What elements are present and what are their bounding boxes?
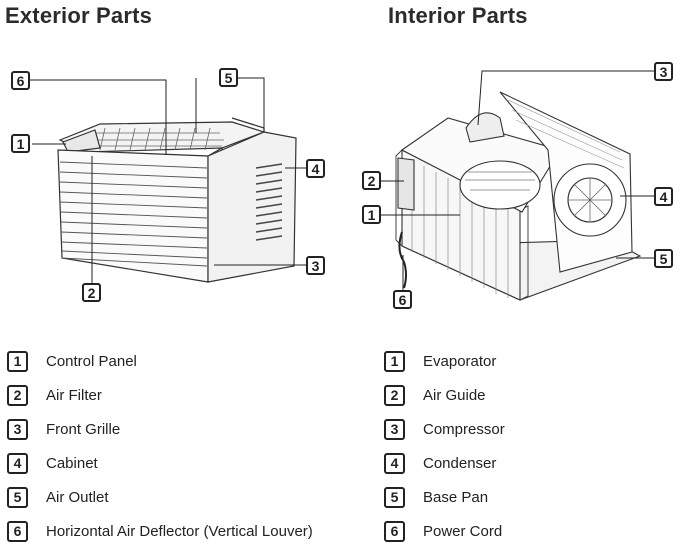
legend-item-air-guide: 2 Air Guide bbox=[384, 384, 486, 406]
legend-label: Cabinet bbox=[46, 454, 98, 472]
legend-number: 1 bbox=[384, 350, 405, 372]
interior-title: Interior Parts bbox=[388, 3, 528, 28]
interior-parts-drawing bbox=[395, 91, 642, 301]
interior-callout-5: 5 bbox=[654, 249, 673, 268]
legend-label: Front Grille bbox=[46, 420, 121, 438]
exterior-ac-unit-drawing bbox=[57, 117, 297, 283]
exterior-callout-4: 4 bbox=[306, 159, 325, 178]
legend-number: 2 bbox=[384, 384, 405, 406]
legend-item-horizontal-air-deflector: 6 Horizontal Air Deflector (Vertical Lou… bbox=[7, 520, 313, 542]
interior-callout-3: 3 bbox=[654, 62, 673, 81]
legend-number: 6 bbox=[384, 520, 405, 542]
legend-label: Compressor bbox=[423, 420, 505, 438]
legend-label: Power Cord bbox=[423, 522, 503, 540]
legend-number: 4 bbox=[384, 452, 405, 474]
legend-label: Air Outlet bbox=[46, 488, 109, 506]
legend-label: Evaporator bbox=[423, 352, 497, 370]
legend-label: Air Guide bbox=[423, 386, 486, 404]
legend-label: Condenser bbox=[423, 454, 497, 472]
legend-label: Base Pan bbox=[423, 488, 489, 506]
legend-item-power-cord: 6 Power Cord bbox=[384, 520, 502, 542]
legend-number: 6 bbox=[7, 520, 28, 542]
legend-number: 4 bbox=[7, 452, 28, 474]
exterior-callout-1: 1 bbox=[11, 134, 30, 153]
legend-item-compressor: 3 Compressor bbox=[384, 418, 505, 440]
legend-number: 3 bbox=[7, 418, 28, 440]
legend-item-air-filter: 2 Air Filter bbox=[7, 384, 102, 406]
exterior-legend: 1 Control Panel 2 Air Filter 3 Front Gri… bbox=[7, 350, 367, 546]
interior-callout-1: 1 bbox=[362, 205, 381, 224]
interior-callout-4: 4 bbox=[654, 187, 673, 206]
legend-number: 5 bbox=[7, 486, 28, 508]
exterior-leader-lines bbox=[30, 77, 306, 284]
legend-item-front-grille: 3 Front Grille bbox=[7, 418, 120, 440]
legend-item-evaporator: 1 Evaporator bbox=[384, 350, 496, 372]
legend-item-air-outlet: 5 Air Outlet bbox=[7, 486, 109, 508]
legend-label: Control Panel bbox=[46, 352, 137, 370]
legend-number: 5 bbox=[384, 486, 405, 508]
exterior-callout-2: 2 bbox=[82, 283, 101, 302]
legend-item-cabinet: 4 Cabinet bbox=[7, 452, 98, 474]
exterior-callout-3: 3 bbox=[306, 256, 325, 275]
legend-number: 2 bbox=[7, 384, 28, 406]
legend-item-control-panel: 1 Control Panel bbox=[7, 350, 137, 372]
legend-label: Horizontal Air Deflector (Vertical Louve… bbox=[46, 522, 313, 540]
exterior-callout-6: 6 bbox=[11, 71, 30, 90]
legend-item-condenser: 4 Condenser bbox=[384, 452, 496, 474]
legend-number: 1 bbox=[7, 350, 28, 372]
interior-legend: 1 Evaporator 2 Air Guide 3 Compressor 4 … bbox=[384, 350, 674, 546]
legend-item-base-pan: 5 Base Pan bbox=[384, 486, 488, 508]
interior-leader-lines bbox=[380, 70, 654, 290]
interior-callout-6: 6 bbox=[393, 290, 412, 309]
legend-label: Air Filter bbox=[46, 386, 102, 404]
interior-callout-2: 2 bbox=[362, 171, 381, 190]
exterior-callout-5: 5 bbox=[219, 68, 238, 87]
exterior-title: Exterior Parts bbox=[5, 3, 153, 28]
legend-number: 3 bbox=[384, 418, 405, 440]
